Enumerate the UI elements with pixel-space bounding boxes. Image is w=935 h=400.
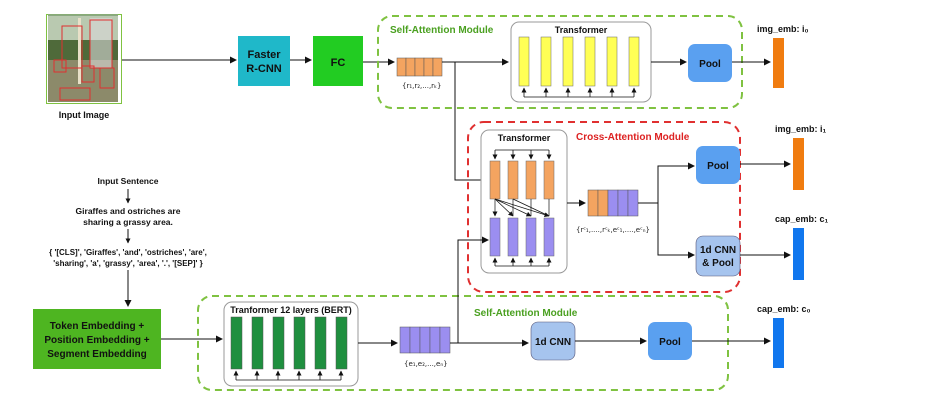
transformer-top-feedback xyxy=(521,87,637,98)
token-embedding-line3: Segment Embedding xyxy=(47,349,146,360)
cross-feature-vectors xyxy=(587,189,639,217)
cross-attention-title: Cross-Attention Module xyxy=(576,132,690,143)
token-list-line1: { '[CLS]', 'Giraffes', 'and', 'ostriches… xyxy=(49,248,207,257)
img-emb-0-label: img_emb: i₀ xyxy=(757,24,809,34)
cross-split-arrows xyxy=(638,162,695,259)
cross-purple-bars xyxy=(489,217,555,257)
bert-title: Tranformer 12 layers (BERT) xyxy=(230,305,352,315)
token-embedding-block xyxy=(33,309,161,369)
fc-block xyxy=(313,36,363,86)
photo-scene xyxy=(48,16,118,102)
arrow-words-to-cross xyxy=(457,236,489,343)
input-sentence-line1: Giraffes and ostriches are xyxy=(76,206,181,216)
token-embedding-line2: Position Embedding + xyxy=(44,335,149,346)
self-attention-top-title: Self-Attention Module xyxy=(390,25,494,36)
token-embedding-line1: Token Embedding + xyxy=(50,321,145,332)
input-sentence-heading: Input Sentence xyxy=(98,176,159,186)
self-attention-bottom-title: Self-Attention Module xyxy=(474,308,578,319)
arrow-regions-to-cross xyxy=(454,62,489,184)
transformer-top-bars xyxy=(518,36,640,87)
cnn-pool-line1: 1d CNN xyxy=(700,245,736,256)
cross-features-label: {rᶜ₁,....,rᶜₖ,eᶜ₁,....,eᶜₙ} xyxy=(576,226,650,234)
cap-emb-1-vector xyxy=(793,228,804,280)
self-attention-module-bottom xyxy=(197,295,729,391)
word-feature-vectors xyxy=(399,326,451,354)
pool-bottom-label: Pool xyxy=(659,337,681,348)
input-image-caption: Input Image xyxy=(59,110,110,120)
input-sentence-line2: sharing a grassy area. xyxy=(83,217,173,227)
word-features-label: {e₁,e₂,...,eₙ} xyxy=(404,360,448,368)
cnn-pool-line2: & Pool xyxy=(702,258,734,269)
faster-rcnn-line2: R-CNN xyxy=(246,63,281,75)
bert-feedback xyxy=(233,370,344,381)
token-list-line2: 'sharing', 'a', 'grassy', 'area', '.', '… xyxy=(53,259,203,268)
pool-top-label: Pool xyxy=(699,59,721,70)
cnn-pool-block xyxy=(695,235,741,277)
fc-label: FC xyxy=(331,57,346,69)
cap-emb-0-label: cap_emb: c₀ xyxy=(757,304,811,314)
cross-bottom-feedback xyxy=(492,257,552,267)
faster-rcnn-block xyxy=(238,36,290,86)
faster-rcnn-line1: Faster xyxy=(247,49,281,61)
cap-emb-1-label: cap_emb: c₁ xyxy=(775,214,829,224)
pool-top-block xyxy=(688,44,732,82)
transformer-top-title: Transformer xyxy=(555,25,608,35)
region-feature-vectors xyxy=(396,57,443,77)
cross-attention-arrows xyxy=(492,198,550,218)
cnn-bottom-label: 1d CNN xyxy=(535,337,571,348)
pool-bottom-block xyxy=(648,322,692,360)
img-emb-0-vector xyxy=(773,38,784,88)
img-emb-1-label: img_emb: i₁ xyxy=(775,124,827,134)
region-features-label: {r₁,r₂,...,rₖ} xyxy=(402,82,441,90)
pool-cross-block xyxy=(696,146,740,184)
transformer-cross-title: Transformer xyxy=(498,133,551,143)
cross-top-feedback xyxy=(492,149,552,160)
img-emb-1-vector xyxy=(793,138,804,190)
cross-attention-module xyxy=(467,121,741,293)
cap-emb-0-vector xyxy=(773,318,784,368)
bert-layer-bars xyxy=(230,316,348,370)
pool-cross-label: Pool xyxy=(707,161,729,172)
